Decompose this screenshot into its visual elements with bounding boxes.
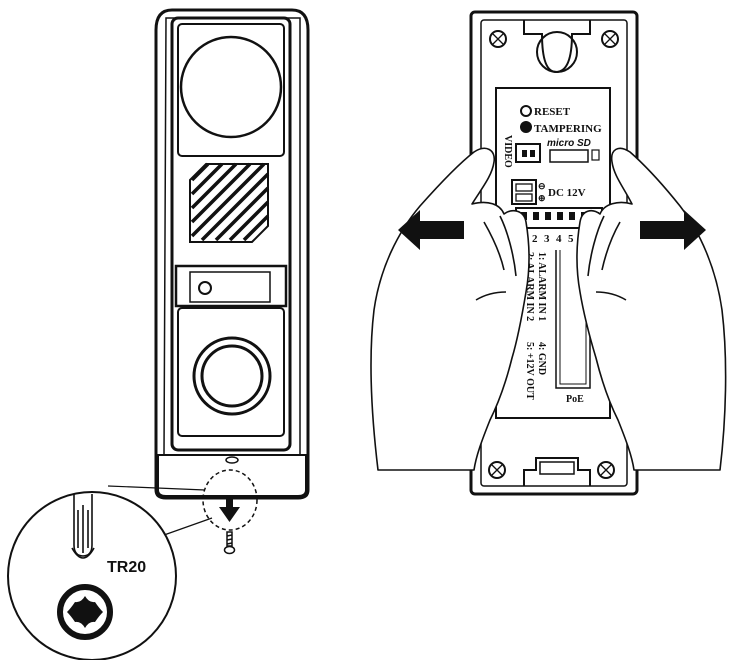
dc-polarity-plus: ⊕ <box>538 193 546 203</box>
button-panel <box>177 307 285 437</box>
name-plate-inner <box>189 271 271 303</box>
bottom-clip <box>523 457 591 486</box>
video-connector <box>515 143 541 163</box>
video-label: VIDEO <box>502 135 513 168</box>
microsd-slot[interactable] <box>549 149 589 163</box>
screw-icon <box>223 531 236 555</box>
front-housing <box>154 8 310 500</box>
dc-label: DC 12V <box>548 187 586 199</box>
top-mount <box>523 20 591 74</box>
front-view <box>154 8 310 500</box>
front-faceplate <box>170 16 292 452</box>
microsd-label: micro SD <box>547 138 591 149</box>
screw-top-left <box>489 30 507 48</box>
tampering-switch <box>520 121 532 133</box>
camera-lens <box>179 35 283 139</box>
name-plate <box>174 264 288 308</box>
terminal-legend: 1: ALARM IN 1 2: ALARM IN 2 4: GND 5: +1… <box>524 252 547 400</box>
screw-highlight-circle <box>202 469 258 531</box>
screw-hole <box>225 456 239 464</box>
right-hand <box>576 147 727 471</box>
dc-connector <box>511 179 537 205</box>
screw-bottom-right <box>597 461 615 479</box>
legend-line-2: 2: ALARM IN 2 <box>524 252 535 321</box>
screw-bottom-left <box>488 461 506 479</box>
bottom-cap <box>157 454 307 497</box>
light-sensor <box>198 281 212 295</box>
legend-line-1: 1: ALARM IN 1 <box>536 252 547 321</box>
call-button[interactable] <box>192 336 272 416</box>
arrow-down-icon <box>219 496 240 522</box>
terminal-number: 4 <box>556 233 562 245</box>
tampering-label: TAMPERING <box>534 123 602 135</box>
rear-labels: RESET TAMPERING micro SD VIDEO ⊖ ⊕ DC 12… <box>502 105 603 405</box>
left-hand <box>370 147 530 471</box>
magnifier-callout: TR20 <box>7 491 177 660</box>
arrow-right-icon <box>640 210 706 250</box>
legend-line-3: 4: GND <box>536 342 547 375</box>
tr20-label: TR20 <box>107 559 146 576</box>
arrow-left-icon <box>398 210 464 250</box>
terminal-number: 3 <box>544 233 550 245</box>
torx-icon <box>57 584 113 640</box>
screwdriver-icon <box>71 494 95 559</box>
terminal-number: 5 <box>568 233 574 245</box>
dc-polarity: ⊖ <box>538 181 546 191</box>
terminal-number: 2 <box>532 233 538 245</box>
legend-line-4: 5: +12V OUT <box>524 342 535 400</box>
reset-label: RESET <box>534 106 571 118</box>
screw-top-right <box>601 30 619 48</box>
reset-button[interactable] <box>520 105 532 117</box>
camera-window <box>177 23 285 157</box>
speaker-grille <box>189 162 270 243</box>
poe-label: PoE <box>566 394 584 405</box>
